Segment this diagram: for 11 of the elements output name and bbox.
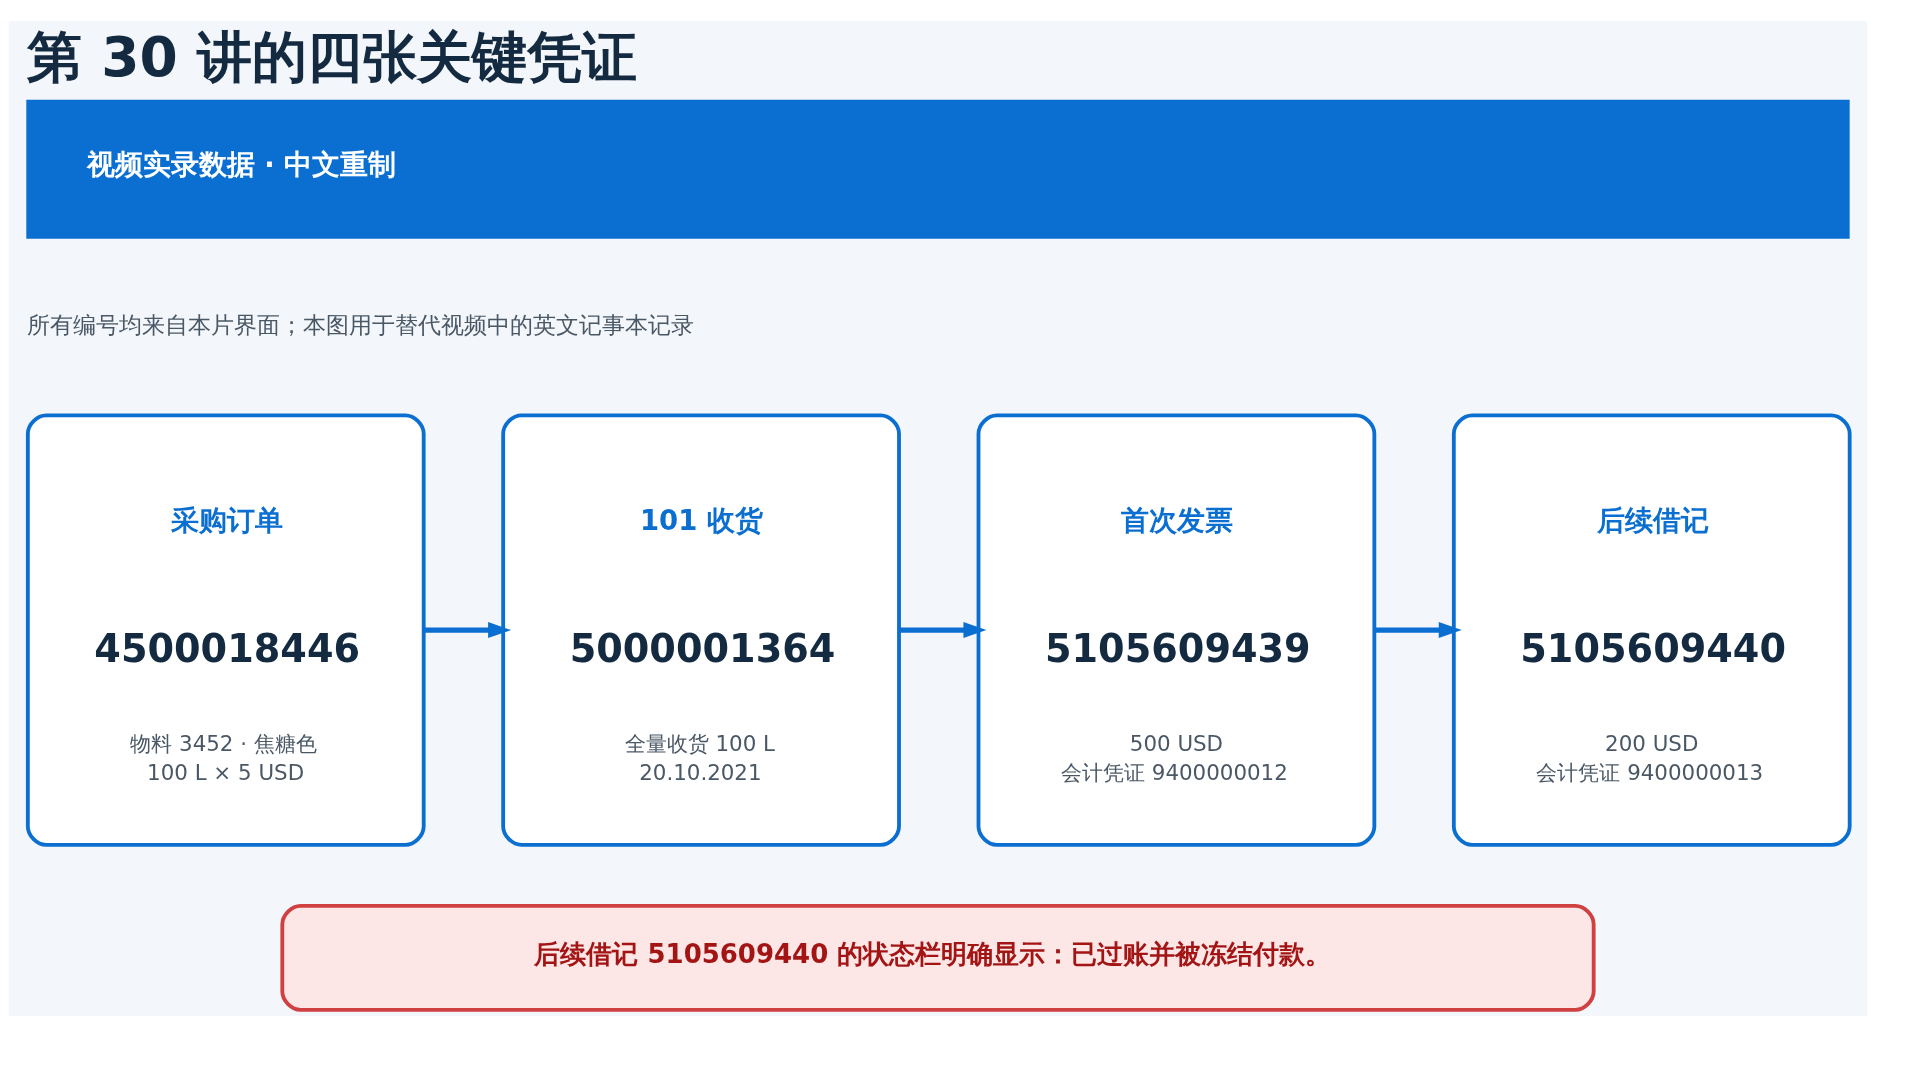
node-box: 采购订单 4500018446 物料 3452 · 焦糖色 100 L × 5 USD: [25, 412, 426, 847]
node-box: 后续借记 5105609440 的状态栏明确显示：已过账并被冻结付款。: [280, 903, 1596, 1012]
node-box: 视频实录数据 · 中文重制: [26, 99, 1850, 239]
node-box: 后续借记 5105609440 200 USD 会计凭证 9400000013: [1451, 412, 1852, 847]
node-box: 首次发票 5105609439 500 USD 会计凭证 9400000012: [976, 412, 1377, 847]
node-box: 101 收货 5000001364 全量收货 100 L 20.10.2021: [501, 412, 901, 847]
arrow: [1374, 621, 1462, 638]
arrow: [423, 621, 512, 638]
label: 所有编号均来自本片界面；本图用于替代视频中的英文记事本记录: [27, 311, 695, 338]
diagram-title: 第 30 讲的四张关键凭证: [27, 24, 637, 89]
arrow: [899, 621, 987, 638]
